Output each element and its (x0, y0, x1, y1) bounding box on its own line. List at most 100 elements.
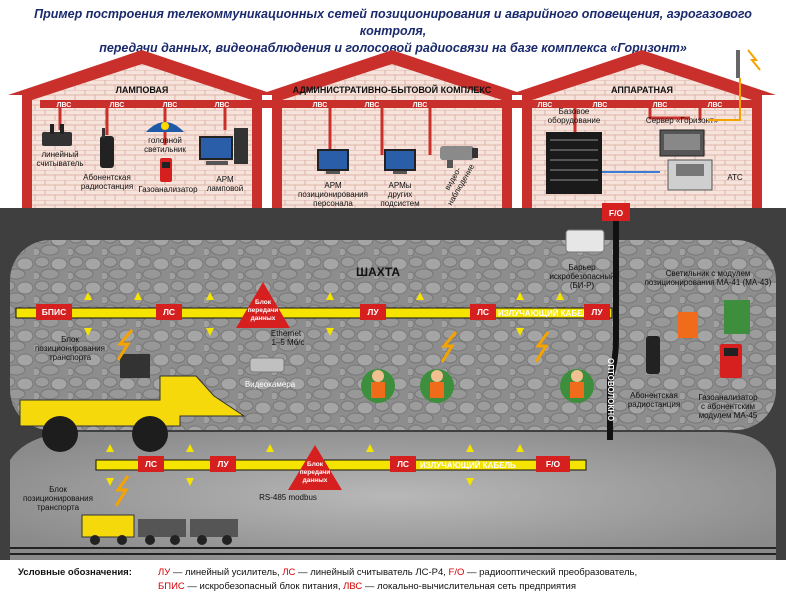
svg-text:АРМ: АРМ (324, 181, 342, 190)
lvs-tag: ЛВС (708, 102, 723, 109)
arm-other-workstation: АРМы других подсистем (380, 149, 420, 208)
ls-tag (390, 456, 416, 472)
svg-text:Газоанализатор: Газоанализатор (138, 185, 198, 194)
svg-text:транспорта: транспорта (37, 503, 80, 512)
svg-text:Абонентская: Абонентская (83, 173, 131, 182)
svg-text:считыватель: считыватель (37, 159, 84, 168)
svg-text:Базовое: Базовое (559, 107, 590, 116)
svg-text:позиционирования: позиционирования (23, 494, 93, 503)
svg-text:ЛС: ЛС (145, 459, 157, 469)
svg-text:радиостанция: радиостанция (628, 400, 680, 409)
mine-train: Блок позиционирования транспорта (23, 485, 238, 545)
lvs-tag: ЛВС (538, 102, 553, 109)
gas-analyzer-device: Газоанализатор (138, 158, 198, 194)
lvs-tag: ЛВС (57, 102, 72, 109)
fo-tag (536, 456, 570, 472)
svg-text:данных: данных (303, 477, 328, 484)
svg-text:головной: головной (148, 136, 182, 145)
svg-text:с абонентским: с абонентским (701, 402, 755, 411)
svg-text:RS-485 modbus: RS-485 modbus (259, 493, 317, 502)
svg-text:Газоанализатор: Газоанализатор (698, 393, 758, 402)
svg-text:ЛС: ЛС (397, 459, 409, 469)
ls-tag (470, 304, 496, 320)
lu-tag (584, 304, 610, 320)
arm-lamp-workstation: АРМ ламповой (199, 128, 248, 193)
svg-text:ЛУ: ЛУ (591, 307, 603, 317)
network-diagram: ЛАМПОВАЯ АДМИНИСТРАТИВНО-БЫТОВОЙ КОМПЛЕК… (0, 49, 786, 560)
svg-text:транспорта: транспорта (49, 353, 92, 362)
optic-cable (607, 221, 619, 440)
svg-text:ЛС: ЛС (477, 307, 489, 317)
admin-label: АДМИНИСТРАТИВНО-БЫТОВОЙ КОМПЛЕКС (293, 84, 492, 95)
lu-tag (210, 456, 236, 472)
base-equipment-rack: Базовое оборудование (546, 107, 602, 194)
lamp-room-label: ЛАМПОВАЯ (116, 85, 169, 95)
miner-1 (361, 369, 395, 403)
svg-text:модулем МА-45: модулем МА-45 (699, 411, 758, 420)
barrier-device: Барьер искробезопасный (БИ-Р) (549, 229, 615, 290)
lu-tag (360, 304, 386, 320)
optic-cable-label: ОПТОВОЛОКНО (606, 358, 615, 421)
svg-text:БПИС: БПИС (42, 307, 66, 317)
svg-text:других: других (388, 190, 412, 199)
bpis-tag (36, 304, 72, 320)
head-lamp-device: головной светильник (144, 122, 186, 154)
svg-text:позиционирования МА-41 (МА-43): позиционирования МА-41 (МА-43) (645, 278, 772, 287)
legend-heading: Условные обозначения: (18, 567, 132, 578)
diagram-title: Пример построения телекоммуникационных с… (0, 6, 786, 57)
mine-loader: Блок позиционирования транспорта (19, 335, 246, 452)
svg-text:ЛУ: ЛУ (367, 307, 379, 317)
svg-text:передачи: передачи (300, 469, 330, 476)
title-line-1: Пример построения телекоммуникационных с… (34, 7, 752, 38)
svg-text:подсистем: подсистем (380, 199, 419, 208)
lvs-tag: ЛВС (653, 102, 668, 109)
lvs-tag: ЛВС (593, 102, 608, 109)
svg-text:передачи: передачи (248, 307, 278, 314)
svg-text:АТС: АТС (727, 173, 743, 182)
svg-text:ламповой: ламповой (207, 184, 243, 193)
svg-text:АРМ: АРМ (216, 175, 234, 184)
svg-text:ЛС: ЛС (163, 307, 175, 317)
svg-text:АРМы: АРМы (389, 181, 412, 190)
svg-text:персонала: персонала (313, 199, 353, 208)
svg-text:оборудование: оборудование (548, 116, 601, 125)
linear-reader-device: линейный считыватель (37, 124, 84, 168)
radiating-cable-label: ИЗЛУЧАЮЩИЙ КАБЕЛЬ (420, 461, 516, 470)
radio-link (116, 329, 134, 361)
lvs-tag: ЛВС (365, 102, 380, 109)
fo-hardware-label: F/O (609, 208, 624, 218)
svg-text:данных: данных (251, 315, 276, 322)
server-horizont: Сервер «Горизонт» (646, 116, 719, 157)
ats-device: АТС (667, 159, 743, 191)
svg-text:1–5 Мб/с: 1–5 Мб/с (271, 338, 304, 347)
arm-positioning-workstation: АРМ позиционирования персонала (298, 149, 368, 208)
antenna-icon (736, 49, 761, 78)
lamp-module-ma41: Светильник с модулем позиционирования МА… (645, 269, 772, 338)
svg-text:Видеокамера: Видеокамера (245, 380, 296, 389)
svg-text:Блок: Блок (307, 461, 324, 468)
data-block-lower: Блок передачи данных RS-485 modbus (259, 445, 342, 502)
video-camera-mine: Видеокамера (245, 357, 296, 389)
lower-cable: ЛС ЛУ ЛС ИЗЛУЧАЮЩИЙ КАБЕЛЬ F/O (95, 456, 587, 472)
radio-station-device: Абонентская радиостанция (81, 128, 133, 191)
miner-3 (560, 369, 594, 403)
data-block-upper: Блок передачи данных Ethernet 1–5 Мб/с (236, 282, 305, 347)
rail-track (10, 547, 776, 555)
svg-text:позиционирования: позиционирования (298, 190, 368, 199)
svg-text:Блок: Блок (255, 299, 272, 306)
svg-text:F/O: F/O (546, 459, 561, 469)
gas-analyzer-ma45: Газоанализатор с абонентским модулем МА-… (698, 344, 758, 420)
svg-text:Ethernet: Ethernet (271, 329, 302, 338)
lvs-tag: ЛВС (110, 102, 125, 109)
upper-cable: БПИС ЛС ЛУ ЛС ИЗЛУЧАЮЩИЙ КАБЕЛЬ ЛУ (15, 304, 613, 320)
fo-hardware-tag (602, 203, 630, 221)
svg-text:Абонентская: Абонентская (630, 391, 678, 400)
hardware-label: АППАРАТНАЯ (611, 85, 673, 95)
radio-link (114, 475, 130, 507)
antenna-cable (708, 78, 741, 121)
lvs-tag: ЛВС (313, 102, 328, 109)
radio-station-mine: Абонентская радиостанция (628, 336, 680, 409)
svg-text:искробезопасный: искробезопасный (549, 272, 614, 281)
svg-text:радиостанция: радиостанция (81, 182, 133, 191)
svg-text:Блок: Блок (61, 335, 79, 344)
